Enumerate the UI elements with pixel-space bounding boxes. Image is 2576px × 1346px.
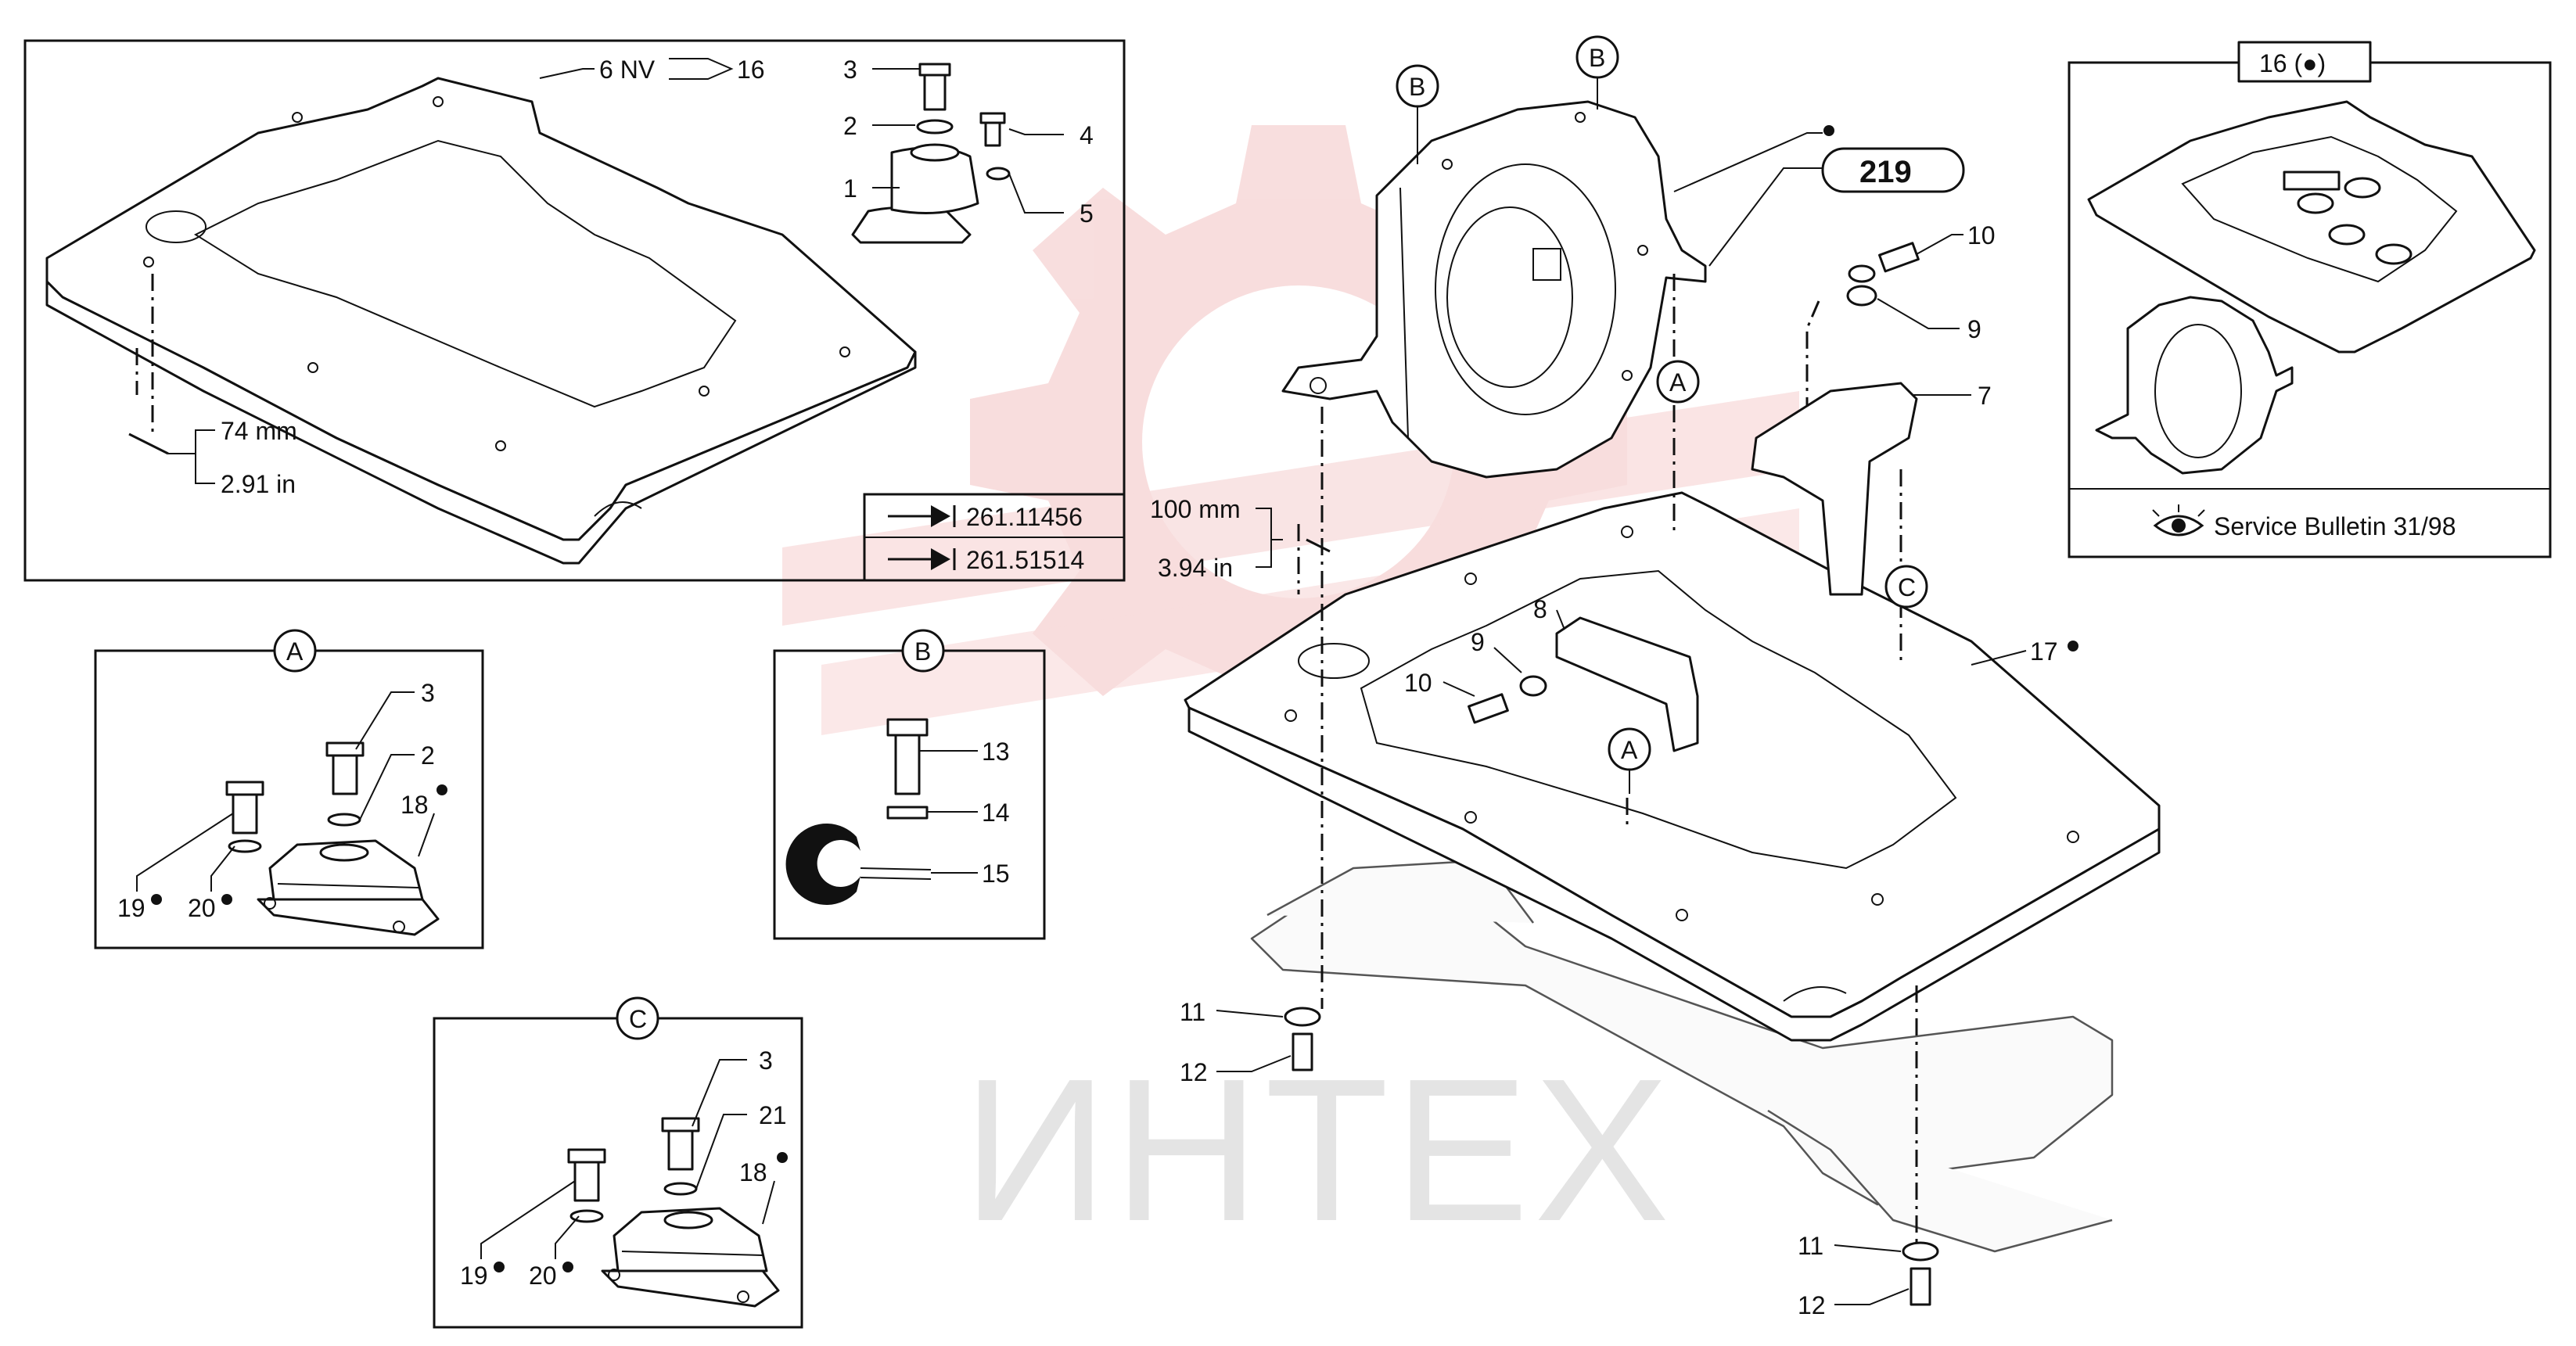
bracket-8 bbox=[1555, 616, 1699, 752]
tag-a-2: A bbox=[1621, 736, 1638, 764]
washer-9-lower bbox=[1519, 675, 1547, 697]
inset-16: 16 (●) Service Bulletin 31/98 bbox=[2068, 41, 2552, 558]
tag-b-1: B bbox=[1409, 73, 1425, 101]
hose-clip bbox=[785, 823, 860, 905]
part-9-upper: 9 bbox=[1967, 315, 1981, 343]
engine-mount-small bbox=[851, 63, 1011, 244]
detail-a-part-2: 2 bbox=[421, 741, 435, 770]
top-left-frame bbox=[23, 39, 1126, 582]
callout-6-nv: 6 NV bbox=[599, 56, 656, 84]
part-10-upper: 10 bbox=[1967, 221, 1996, 249]
part-7: 7 bbox=[1978, 382, 1992, 410]
detail-c-part-18: 18 bbox=[739, 1158, 767, 1186]
dimension-in: 2.91 in bbox=[221, 470, 296, 498]
part-9-lower: 9 bbox=[1471, 628, 1485, 656]
inset-mounts bbox=[2283, 170, 2413, 265]
bolt-10-upper bbox=[1848, 242, 1920, 283]
optional-dot-icon bbox=[151, 894, 162, 905]
serial-1: 261.11456 bbox=[966, 503, 1083, 531]
part-1: 1 bbox=[843, 174, 857, 203]
nv-arrow-icon bbox=[669, 58, 734, 80]
inset-16-title: 16 (●) bbox=[2259, 49, 2326, 77]
part-17: 17 bbox=[2030, 637, 2058, 666]
bolt-12-left bbox=[1292, 1032, 1313, 1071]
detail-b: B 13 14 15 bbox=[773, 629, 1046, 940]
detail-a-part-19: 19 bbox=[117, 894, 146, 922]
detail-b-tag: B bbox=[914, 637, 931, 666]
dimension-mm: 74 mm bbox=[221, 417, 297, 445]
serial-arrow-icon bbox=[888, 548, 956, 570]
optional-dot-icon bbox=[437, 784, 447, 795]
optional-dot-icon bbox=[221, 894, 232, 905]
part-5: 5 bbox=[1080, 199, 1094, 228]
bolt-12-right bbox=[1910, 1267, 1931, 1306]
detail-c: C 3 21 18 19 20 bbox=[433, 996, 803, 1329]
frame-plate-small bbox=[45, 77, 917, 565]
detail-b-part-13: 13 bbox=[982, 738, 1010, 766]
optional-dot-icon bbox=[2068, 641, 2078, 651]
detail-c-part-20: 20 bbox=[529, 1262, 557, 1290]
part-8: 8 bbox=[1533, 595, 1547, 623]
detail-a-part-18: 18 bbox=[401, 791, 429, 819]
top-left-view: 6 NV 16 3 2 1 4 5 74 mm 2.91 in 261.1145… bbox=[23, 39, 1126, 582]
tag-b-2: B bbox=[1589, 44, 1605, 72]
part-11-left: 11 bbox=[1180, 998, 1205, 1026]
washer-11-right bbox=[1902, 1241, 1939, 1262]
detail-a-tag: A bbox=[286, 637, 304, 666]
ref-219-pill bbox=[1821, 147, 1965, 193]
part-11-right: 11 bbox=[1798, 1232, 1823, 1260]
bracket-7 bbox=[1751, 382, 1918, 596]
detail-a-part-20: 20 bbox=[188, 894, 216, 922]
part-12-right: 12 bbox=[1798, 1291, 1826, 1319]
ref-219: 219 bbox=[1859, 155, 1912, 189]
part-4: 4 bbox=[1080, 121, 1094, 149]
dimension-in-main: 3.94 in bbox=[1158, 554, 1233, 582]
service-bulletin: Service Bulletin 31/98 bbox=[2214, 512, 2456, 540]
part-12-left: 12 bbox=[1180, 1058, 1208, 1086]
optional-dot-icon bbox=[562, 1262, 573, 1272]
washer-11-left bbox=[1284, 1007, 1321, 1027]
main-view: 100 mm 3.94 in 219 B B A A C 10 9 7 8 9 … bbox=[1150, 35, 2161, 1319]
eye-icon bbox=[2152, 504, 2205, 537]
flywheel-housing bbox=[1281, 100, 1707, 479]
washer-9-upper bbox=[1846, 285, 1877, 307]
main-frame-plate bbox=[1184, 491, 2161, 1042]
tag-a-1: A bbox=[1669, 368, 1687, 397]
watermark-text: ИНТЕХ bbox=[962, 1037, 1674, 1264]
detail-a-part-3: 3 bbox=[421, 679, 435, 707]
dimension-mm-main: 100 mm bbox=[1150, 495, 1241, 523]
serial-2: 261.51514 bbox=[966, 546, 1084, 574]
detail-c-part-21: 21 bbox=[759, 1101, 787, 1129]
tag-c-1: C bbox=[1898, 573, 1916, 601]
part-2: 2 bbox=[843, 112, 857, 140]
callout-16: 16 bbox=[737, 56, 765, 84]
part-3: 3 bbox=[843, 56, 857, 84]
detail-c-part-3: 3 bbox=[759, 1046, 773, 1075]
chassis-rail bbox=[1250, 859, 2114, 1253]
optional-dot-icon bbox=[777, 1152, 788, 1163]
detail-b-part-15: 15 bbox=[982, 860, 1010, 888]
detail-c-tag: C bbox=[629, 1005, 647, 1033]
detail-b-part-14: 14 bbox=[982, 799, 1010, 827]
detail-c-part-19: 19 bbox=[460, 1262, 488, 1290]
optional-dot-icon bbox=[494, 1262, 505, 1272]
bolt-10-lower bbox=[1468, 693, 1509, 724]
optional-dot-icon bbox=[1823, 125, 1834, 136]
detail-a: A 3 2 18 19 20 bbox=[94, 629, 484, 949]
inset-16-title-box bbox=[2237, 41, 2372, 83]
serial-arrow-icon bbox=[888, 505, 956, 527]
part-10-lower: 10 bbox=[1404, 669, 1432, 697]
